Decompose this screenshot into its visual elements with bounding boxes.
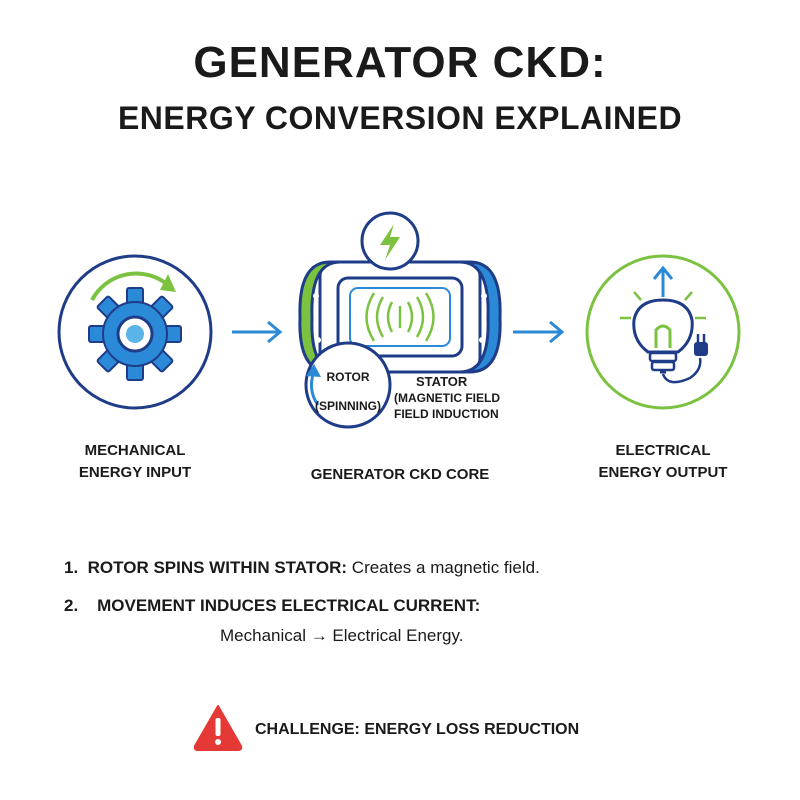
challenge-callout: CHALLENGE: ENERGY LOSS REDUCTION [195, 708, 579, 752]
arrow-core-to-output [513, 320, 565, 344]
stator-label: STATOR (MAGNETIC FIELD FIELD INDUCTION [394, 374, 500, 421]
page-title: GENERATOR CKD: [193, 38, 607, 87]
step-detail: Mechanical → Electrical Energy. [220, 626, 464, 645]
rotor-label: ROTOR (SPINNING) [315, 370, 381, 413]
gear-icon [88, 287, 182, 381]
list-item: 1. ROTOR SPINS WITHIN STATOR: Creates a … [64, 558, 540, 577]
electrical-output-label: ELECTRICAL ENERGY OUTPUT [598, 442, 728, 481]
magnetic-field-icon [365, 292, 435, 342]
rotor-badge [304, 341, 392, 429]
generator-core-label: GENERATOR CKD CORE [310, 466, 490, 483]
warning-icon [193, 705, 243, 751]
page-subtitle: ENERGY CONVERSION EXPLAINED [117, 100, 683, 136]
light-bulb-icon [620, 265, 708, 384]
electrical-output-node [585, 254, 741, 410]
mechanical-input-label: MECHANICAL ENERGY INPUT [78, 442, 192, 481]
arrow-input-to-core [232, 320, 283, 344]
generator-core-node [298, 211, 502, 429]
challenge-text: CHALLENGE: ENERGY LOSS REDUCTION [255, 721, 580, 738]
mechanical-input-node [57, 254, 213, 410]
list-item: 2. MOVEMENT INDUCES ELECTRICAL CURRENT: [64, 596, 481, 615]
lightning-bolt-icon [360, 211, 420, 271]
